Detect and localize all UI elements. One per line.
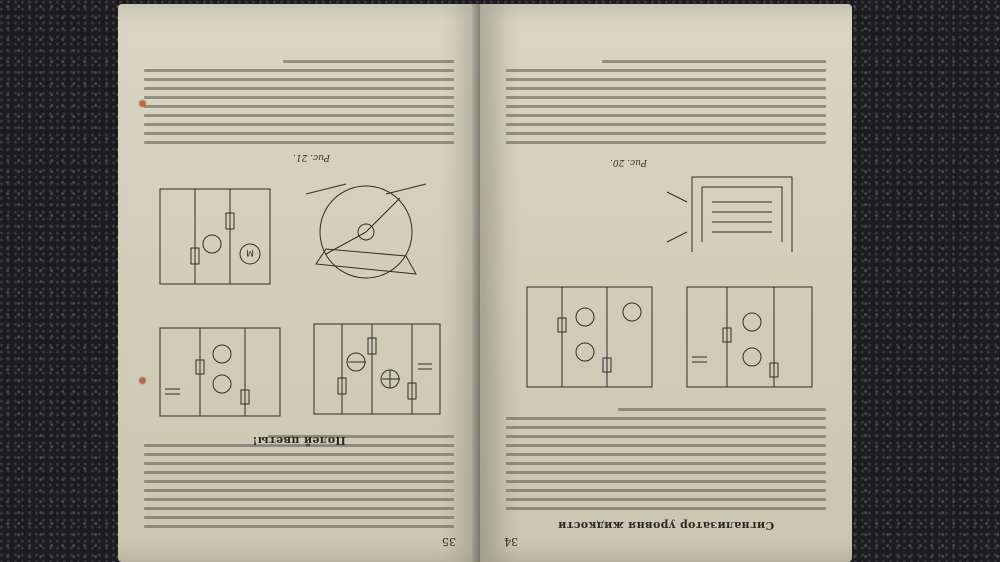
right-page-number: 34 (504, 535, 518, 548)
rust-stain (138, 99, 147, 108)
circuit-diagram-c: M (145, 174, 280, 294)
circuit-diagram-c-drawing: M (159, 188, 271, 285)
circuit-diagram-a-drawing (313, 323, 441, 415)
motor-disc-drawing (305, 183, 427, 279)
right-page: 34 Сигнализатор уровня жидкости (480, 4, 852, 562)
left-page-heading: Полей цветы! (252, 434, 346, 447)
circuit-diagram-b-drawing (159, 327, 281, 417)
right-page-content: 34 Сигнализатор уровня жидкости (480, 4, 852, 562)
open-book: 35 (110, 4, 852, 562)
svg-text:M: M (246, 247, 254, 257)
tank-drawing (666, 176, 793, 252)
circuit-diagram-e-drawing (526, 286, 653, 388)
tank-diagram (662, 162, 812, 262)
circuit-diagram-d-drawing (686, 286, 813, 388)
left-figure-caption: Рис. 21. (293, 152, 330, 162)
motor-disc-diagram (286, 164, 446, 294)
circuit-diagram-a (302, 314, 452, 424)
right-page-heading: Сигнализатор уровня жидкости (557, 519, 775, 532)
right-page-text-bottom (506, 54, 826, 144)
circuit-diagram-e (512, 272, 662, 402)
left-page-text-bottom (144, 54, 454, 144)
left-page-number: 35 (442, 535, 456, 548)
rust-stain (138, 376, 147, 385)
circuit-diagram-b (145, 314, 290, 424)
left-page: 35 (118, 4, 480, 562)
left-page-content: 35 (118, 4, 480, 562)
right-page-text-top (506, 402, 826, 510)
right-figure-caption: Рис. 20. (610, 157, 647, 167)
circuit-diagram-d (672, 272, 822, 402)
